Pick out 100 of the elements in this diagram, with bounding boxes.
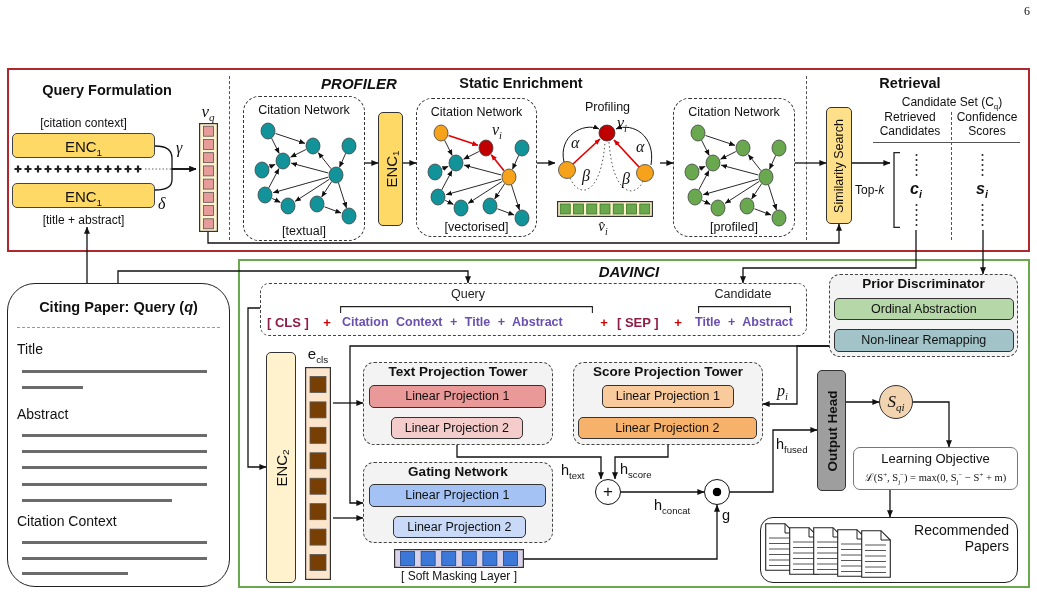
arrow bbox=[84, 226, 90, 284]
vector-label: e$_{cls}$ bbox=[307, 345, 329, 362]
block-label: Output Head bbox=[824, 390, 839, 471]
panel-title: DAVINCI bbox=[598, 263, 660, 280]
arrow bbox=[740, 229, 917, 284]
arrow bbox=[912, 401, 952, 448]
weight-symbol: β bbox=[582, 167, 590, 185]
layer-block bbox=[392, 515, 526, 538]
arrow bbox=[117, 270, 471, 284]
section-label: Citation Context bbox=[17, 513, 117, 529]
table-title: Candidate Set (C$_{q}$) bbox=[901, 95, 1003, 109]
panel-title: PROFILER bbox=[321, 75, 397, 92]
arrow bbox=[659, 160, 674, 166]
arrow bbox=[523, 504, 720, 560]
arrow bbox=[456, 444, 604, 480]
layer-label: Linear Projection 2 bbox=[615, 420, 720, 435]
section-heading: Query Formulation bbox=[42, 82, 172, 98]
edge-label: h$_{concat}$ bbox=[654, 497, 691, 513]
network-title: Citation Network bbox=[258, 103, 350, 117]
circled-dot-icon bbox=[704, 479, 730, 505]
column-header: Retrieved Candidates bbox=[879, 110, 941, 138]
segment-text: Title + Abstract bbox=[695, 315, 793, 329]
input-caption: [citation context] bbox=[40, 116, 127, 130]
score-symbol: S$_{qi}$ bbox=[887, 392, 905, 412]
arrow bbox=[845, 399, 880, 405]
layer-label: Linear Projection 2 bbox=[407, 519, 512, 534]
arrow bbox=[851, 160, 891, 166]
output-panel bbox=[760, 517, 1018, 583]
loss-formula: ℒ(S$^{+}$, S$_{j}$$^{−}$) = max(0, S$_{j}$$^{−}$ − S$^{+}$ + m) bbox=[864, 470, 1007, 484]
layer-label: Linear Projection 2 bbox=[404, 420, 509, 435]
plus-sign: + bbox=[600, 315, 608, 330]
tower-group bbox=[363, 362, 553, 445]
arrow bbox=[887, 489, 893, 518]
encoder-label: ENC$_{1}$ bbox=[64, 187, 103, 204]
encoder-block bbox=[378, 112, 403, 226]
module-block bbox=[833, 328, 1014, 352]
network-title: Citation Network bbox=[688, 105, 780, 119]
input-caption: [title + abstract] bbox=[42, 213, 125, 227]
objective-title: Learning Objective bbox=[881, 451, 990, 466]
profiler-panel bbox=[7, 68, 1030, 252]
edge-label: h$_{score}$ bbox=[620, 461, 652, 477]
layer-block bbox=[390, 416, 523, 439]
weight-symbol: α bbox=[636, 138, 645, 156]
node-symbol: v$_{i}$ bbox=[492, 121, 503, 139]
arrow bbox=[980, 229, 986, 275]
step-title: Profiling bbox=[584, 100, 631, 114]
arrow bbox=[794, 160, 827, 166]
tower-group bbox=[573, 362, 763, 445]
block-label: Similarity Search bbox=[832, 118, 846, 213]
group-title: Text Projection Tower bbox=[388, 364, 528, 379]
layer-label: Linear Projection 1 bbox=[405, 389, 510, 404]
encoder-block bbox=[266, 352, 296, 583]
paper-card bbox=[7, 283, 230, 587]
network-caption: [vectorised] bbox=[444, 220, 509, 234]
card-title: Citing Paper: Query (q) bbox=[39, 299, 198, 315]
network-title: Citation Network bbox=[430, 105, 523, 119]
layer-block bbox=[577, 416, 757, 439]
special-token: [ SEP ] bbox=[617, 315, 659, 330]
davinci-panel bbox=[238, 259, 1030, 588]
segment-heading: Query bbox=[451, 287, 485, 301]
network-caption: [textual] bbox=[282, 224, 326, 238]
layer-label: Linear Projection 1 bbox=[405, 488, 510, 503]
network-panel bbox=[673, 98, 795, 237]
weight-symbol: α bbox=[571, 134, 580, 152]
layer-block bbox=[368, 483, 546, 507]
arrow bbox=[729, 427, 818, 493]
arrow bbox=[620, 489, 705, 495]
arrow bbox=[332, 400, 364, 406]
module-block bbox=[833, 297, 1014, 320]
arrow bbox=[154, 166, 197, 191]
network-panel bbox=[416, 98, 537, 237]
gating-group bbox=[363, 462, 553, 543]
score-node bbox=[879, 385, 913, 419]
encoder-label: ENC$_{1}$ bbox=[64, 137, 103, 154]
weight-symbol: β bbox=[622, 170, 630, 188]
layer-label: Ordinal Abstraction bbox=[871, 301, 977, 316]
layer-label: Linear Projection 1 bbox=[615, 389, 720, 404]
segment-heading: Candidate bbox=[714, 287, 772, 301]
arrow bbox=[536, 160, 556, 166]
layer-block bbox=[601, 384, 734, 408]
section-label: Title bbox=[17, 341, 43, 357]
section-heading: Static Enrichment bbox=[459, 75, 583, 91]
network-panel bbox=[243, 96, 365, 241]
arrow bbox=[207, 223, 842, 244]
arrow bbox=[247, 307, 267, 470]
discriminator-group bbox=[829, 274, 1018, 357]
vector-symbol: v̂$_{i}$ bbox=[598, 218, 608, 235]
arrow bbox=[364, 160, 379, 166]
page-number: 6 bbox=[1024, 4, 1030, 19]
arrow bbox=[349, 345, 830, 506]
search-block bbox=[826, 107, 852, 224]
edge-label: h$_{text}$ bbox=[561, 462, 585, 478]
network-caption: [profiled] bbox=[710, 220, 758, 234]
layer-block bbox=[368, 384, 546, 408]
column-header: Confidence Scores bbox=[956, 110, 1018, 138]
edge-label: h$_{fused}$ bbox=[776, 436, 808, 452]
plus-sign: + bbox=[674, 315, 682, 330]
group-title: Score Projection Tower bbox=[593, 364, 743, 379]
score-symbol: s$_{i}$ bbox=[976, 180, 988, 198]
operator-symbol: + bbox=[603, 482, 613, 502]
